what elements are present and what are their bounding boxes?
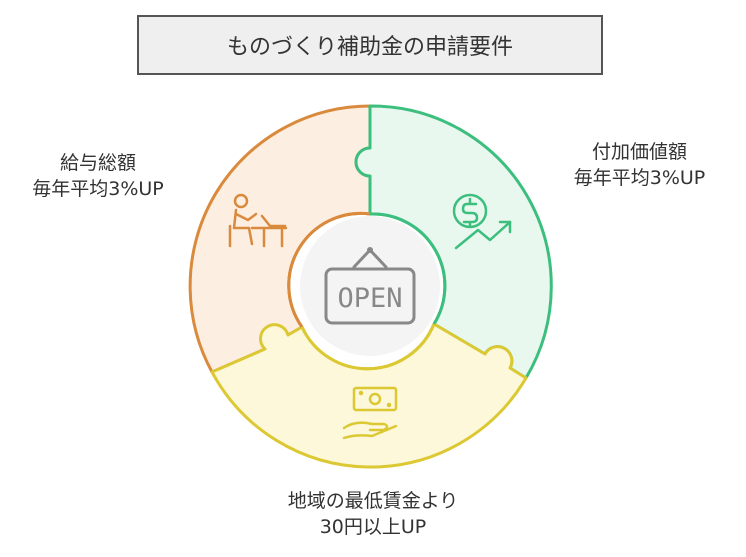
- label-min-wage-line1: 地域の最低賃金より: [287, 490, 459, 512]
- sign-text: OPEN: [337, 283, 402, 314]
- label-value-added-line2: 毎年平均3%UP: [573, 167, 706, 189]
- money-growth-icon: [452, 193, 512, 250]
- label-salary-line1: 給与総額: [59, 152, 136, 174]
- page-title: ものづくり補助金の申請要件: [137, 15, 603, 75]
- cash-hand-icon: [342, 386, 398, 440]
- label-min-wage: 地域の最低賃金より 30円以上UP: [220, 488, 526, 540]
- desk-worker-icon: [228, 193, 288, 248]
- title-text: ものづくり補助金の申請要件: [226, 35, 513, 60]
- label-value-added: 付加価値額 毎年平均3%UP: [552, 139, 727, 191]
- open-sign-icon: OPEN: [324, 247, 416, 325]
- segment-min-wage: [210, 322, 528, 469]
- label-min-wage-line2: 30円以上UP: [319, 516, 427, 538]
- label-salary-line2: 毎年平均3%UP: [32, 178, 164, 200]
- label-salary: 給与総額 毎年平均3%UP: [18, 150, 178, 202]
- label-value-added-line1: 付加価値額: [591, 141, 687, 163]
